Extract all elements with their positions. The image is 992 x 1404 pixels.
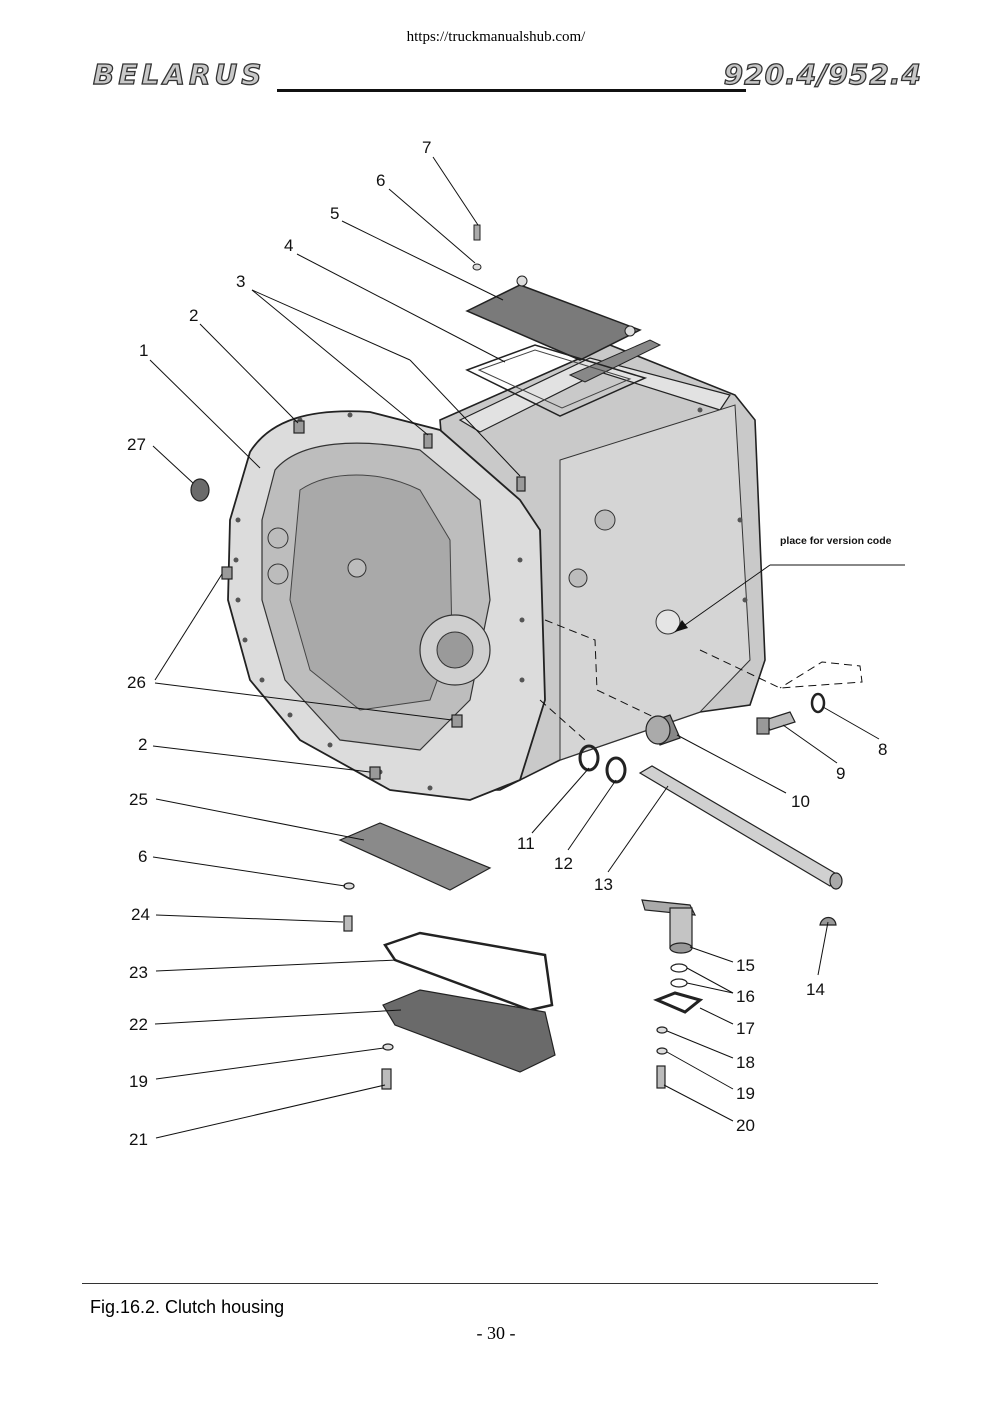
callout-14: 14 bbox=[806, 980, 825, 999]
callout-6-top: 6 bbox=[376, 171, 385, 190]
callout-13: 13 bbox=[594, 875, 613, 894]
callout-19-right: 19 bbox=[736, 1084, 755, 1103]
callout-26: 26 bbox=[127, 673, 146, 692]
callout-19-left: 19 bbox=[129, 1072, 148, 1091]
page-number: - 30 - bbox=[476, 1323, 516, 1343]
callout-8: 8 bbox=[878, 740, 887, 759]
callout-4: 4 bbox=[284, 236, 293, 255]
callout-3: 3 bbox=[236, 272, 245, 291]
callout-15: 15 bbox=[736, 956, 755, 975]
figure-caption: Fig.16.2. Clutch housing bbox=[90, 1297, 285, 1317]
header-rule bbox=[277, 89, 746, 92]
callout-9: 9 bbox=[836, 764, 845, 783]
version-code-note: place for version code bbox=[780, 535, 892, 547]
callout-24: 24 bbox=[131, 905, 150, 924]
callout-18: 18 bbox=[736, 1053, 755, 1072]
footer-rule bbox=[82, 1283, 878, 1284]
callout-12: 12 bbox=[554, 854, 573, 873]
callout-22: 22 bbox=[129, 1015, 148, 1034]
callout-23: 23 bbox=[129, 963, 148, 982]
callout-1: 1 bbox=[139, 341, 148, 360]
callout-20: 20 bbox=[736, 1116, 755, 1135]
callout-21: 21 bbox=[129, 1130, 148, 1149]
model-number: 920.4/952.4 bbox=[723, 57, 922, 91]
callout-6-bottom: 6 bbox=[138, 847, 147, 866]
callout-5: 5 bbox=[330, 204, 339, 223]
callout-16: 16 bbox=[736, 987, 755, 1006]
callout-10: 10 bbox=[791, 792, 810, 811]
callout-17: 17 bbox=[736, 1019, 755, 1038]
callout-2-top: 2 bbox=[189, 306, 198, 325]
brand-logo: BELARUS bbox=[92, 57, 266, 91]
clutch-housing-diagram: place for version code bbox=[127, 138, 905, 1149]
callout-2-bottom: 2 bbox=[138, 735, 147, 754]
source-url[interactable]: https://truckmanualshub.com/ bbox=[406, 29, 586, 45]
fasteners bbox=[190, 420, 843, 1090]
callout-27: 27 bbox=[127, 435, 146, 454]
callout-labels: 7 6 5 4 3 2 1 27 26 2 25 6 24 23 22 19 2… bbox=[127, 138, 887, 1149]
callout-25: 25 bbox=[129, 790, 148, 809]
callout-7: 7 bbox=[422, 138, 431, 157]
top-cover bbox=[465, 224, 648, 417]
callout-11: 11 bbox=[517, 834, 535, 853]
housing-body bbox=[227, 339, 766, 801]
